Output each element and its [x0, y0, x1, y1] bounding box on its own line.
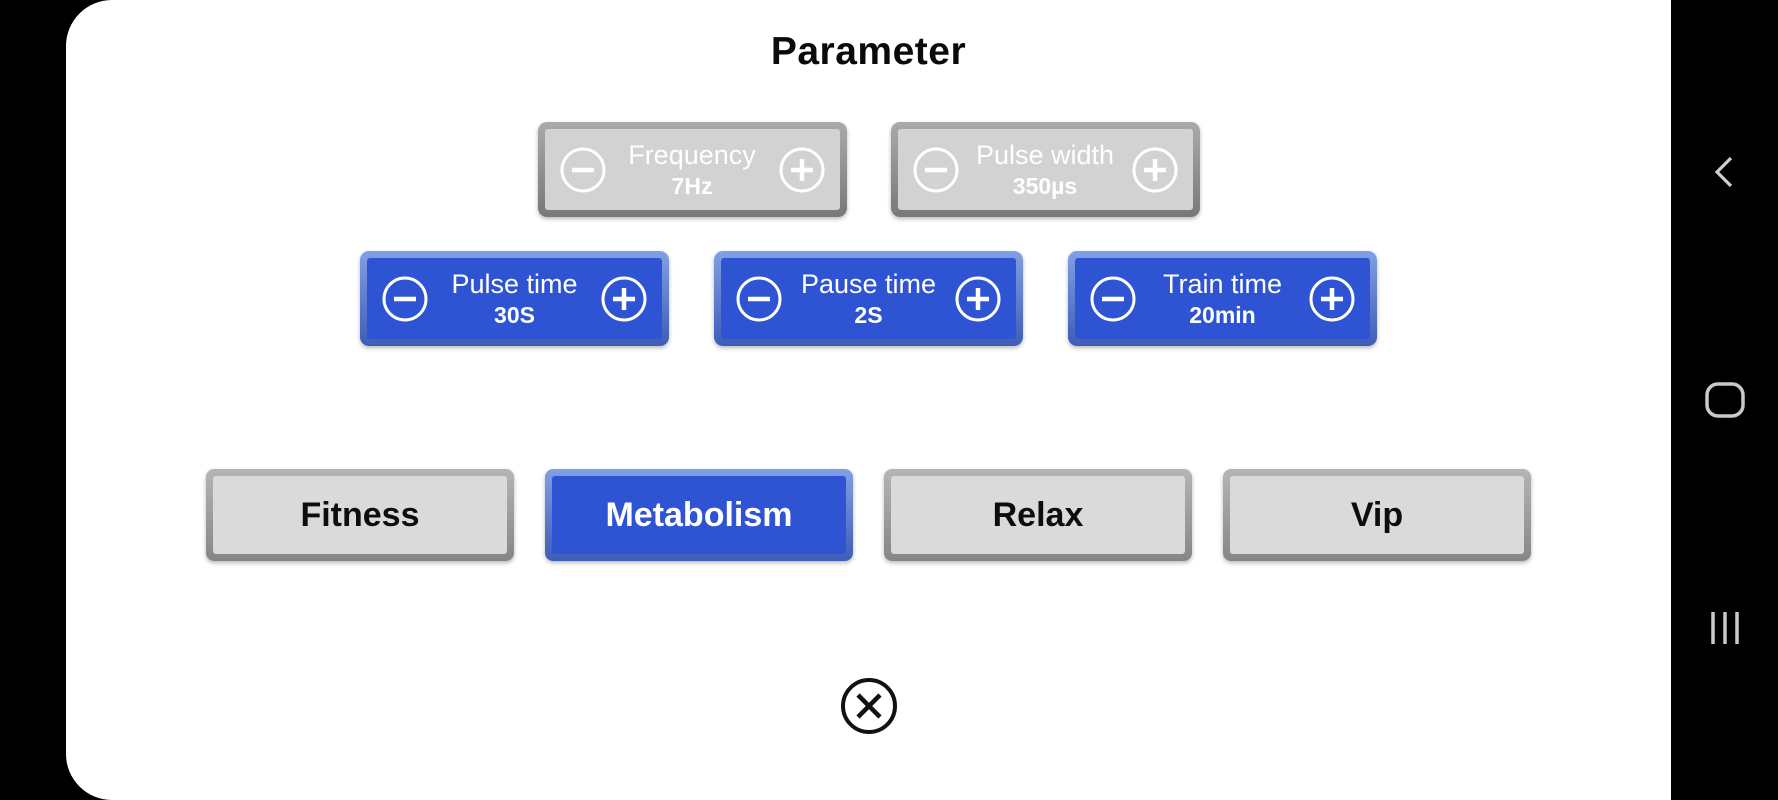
stepper-frequency-body: Frequency 7Hz: [544, 129, 840, 210]
android-nav-bar: [1671, 0, 1778, 800]
back-chevron-icon: [1714, 156, 1732, 188]
stepper-pause-time-body: Pause time 2S: [721, 258, 1016, 339]
minus-icon[interactable]: [559, 146, 607, 194]
stepper-value: 20min: [1189, 302, 1256, 329]
mode-button-metabolism[interactable]: Metabolism: [545, 469, 853, 561]
mode-button-relax[interactable]: Relax: [884, 469, 1192, 561]
stepper-label: Train time: [1162, 268, 1283, 299]
stepper-label: Pulse time: [451, 268, 578, 299]
plus-icon[interactable]: [954, 275, 1002, 323]
minus-icon[interactable]: [381, 275, 429, 323]
stepper-value: 7Hz: [671, 173, 713, 200]
mode-buttons-row: Fitness Metabolism Relax Vip: [66, 469, 1671, 561]
mode-button-fitness[interactable]: Fitness: [206, 469, 514, 561]
active-steppers-row: Pulse time 30S Pause time 2S: [66, 251, 1671, 346]
stepper-pulse-time: Pulse time 30S: [360, 251, 669, 346]
minus-icon[interactable]: [1089, 275, 1137, 323]
plus-icon[interactable]: [1308, 275, 1356, 323]
stepper-pulse-time-text: Pulse time 30S: [429, 268, 600, 329]
mode-button-label: Relax: [891, 476, 1185, 554]
stepper-pulse-width-body: Pulse width 350µs: [897, 129, 1193, 210]
stepper-value: 2S: [854, 302, 883, 329]
stepper-value: 350µs: [1012, 173, 1078, 200]
mode-button-vip[interactable]: Vip: [1223, 469, 1531, 561]
stepper-pulse-time-body: Pulse time 30S: [367, 258, 662, 339]
page-title: Parameter: [770, 30, 967, 73]
minus-icon[interactable]: [735, 275, 783, 323]
stepper-frequency-text: Frequency 7Hz: [607, 139, 778, 200]
stepper-pulse-width-text: Pulse width 350µs: [960, 139, 1131, 200]
disabled-steppers-row: Frequency 7Hz Pulse width 350µs: [66, 122, 1671, 217]
stepper-value: 30S: [494, 302, 535, 329]
mode-button-label: Metabolism: [552, 476, 846, 554]
recent-apps-lines-icon: [1710, 612, 1739, 644]
stepper-pulse-width: Pulse width 350µs: [890, 122, 1200, 217]
stepper-train-time: Train time 20min: [1068, 251, 1377, 346]
parameter-card: Parameter Frequency 7Hz: [66, 0, 1671, 800]
close-button-container: [66, 676, 1671, 736]
nav-home-button[interactable]: [1693, 368, 1757, 432]
plus-icon[interactable]: [778, 146, 826, 194]
close-x-icon[interactable]: [839, 676, 899, 736]
plus-icon[interactable]: [600, 275, 648, 323]
plus-icon[interactable]: [1131, 146, 1179, 194]
nav-recents-button[interactable]: [1693, 596, 1757, 660]
stepper-pause-time: Pause time 2S: [714, 251, 1023, 346]
mode-button-label: Vip: [1230, 476, 1524, 554]
stepper-pause-time-text: Pause time 2S: [783, 268, 954, 329]
home-squircle-icon: [1704, 382, 1745, 418]
stepper-train-time-body: Train time 20min: [1075, 258, 1370, 339]
stepper-train-time-text: Train time 20min: [1137, 268, 1308, 329]
stepper-label: Frequency: [628, 139, 756, 170]
stepper-label: Pause time: [800, 268, 937, 299]
stepper-label: Pulse width: [975, 139, 1115, 170]
nav-back-button[interactable]: [1693, 140, 1757, 204]
mode-button-label: Fitness: [213, 476, 507, 554]
minus-icon[interactable]: [912, 146, 960, 194]
stepper-frequency: Frequency 7Hz: [537, 122, 847, 217]
